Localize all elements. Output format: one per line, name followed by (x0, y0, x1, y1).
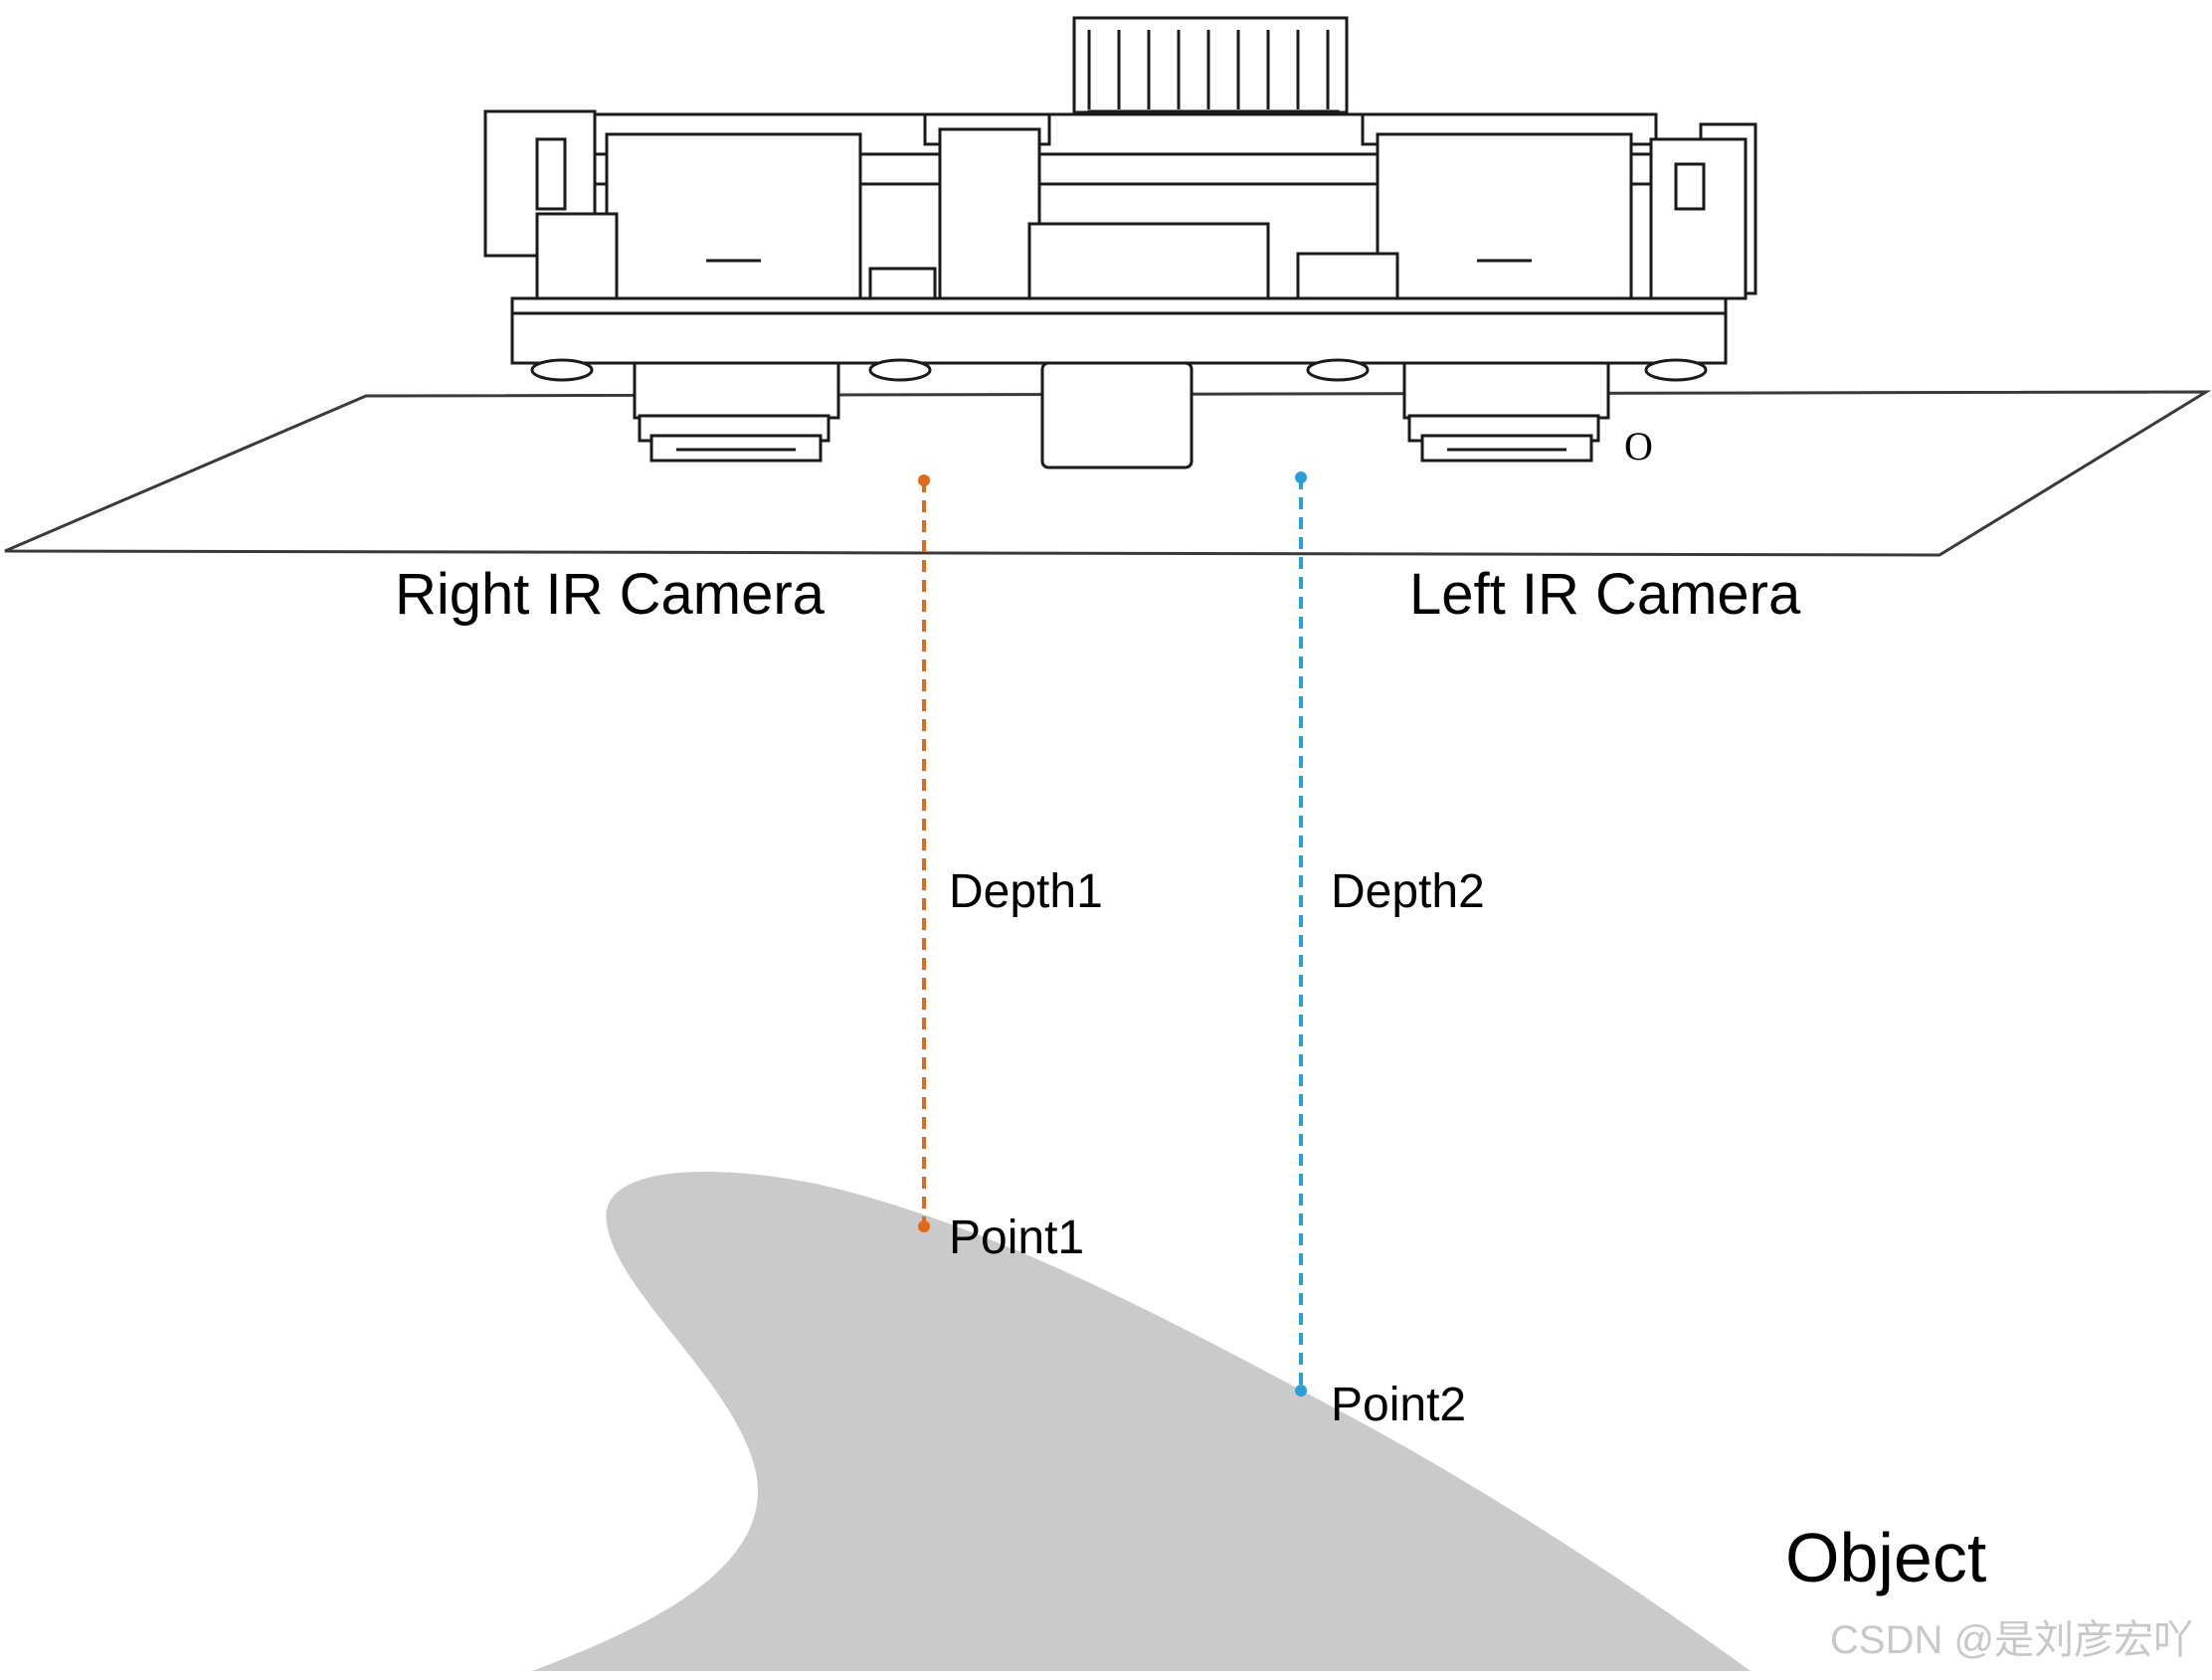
camera-device (483, 16, 1757, 469)
depth2-top-dot (1295, 471, 1307, 483)
point2-label: Point2 (1331, 1379, 1466, 1431)
point1-label: Point1 (949, 1212, 1084, 1264)
right-ir-camera-label: Right IR Camera (395, 562, 826, 627)
origin-label: O (1624, 424, 1653, 468)
depth2-label: Depth2 (1331, 865, 1485, 918)
left-ir-lens (1402, 361, 1610, 463)
point2-dot (1295, 1385, 1307, 1397)
object-label: Object (1785, 1519, 1986, 1596)
depth1-top-dot (918, 474, 930, 486)
center-projector (1040, 361, 1194, 469)
watermark: CSDN @是刘彦宏吖 (1830, 1618, 2193, 1662)
object-shape (532, 1172, 1751, 1671)
point1-dot (918, 1220, 930, 1232)
right-ir-lens (633, 361, 840, 463)
depth1-label: Depth1 (949, 865, 1103, 918)
left-ir-camera-label: Left IR Camera (1409, 562, 1801, 627)
